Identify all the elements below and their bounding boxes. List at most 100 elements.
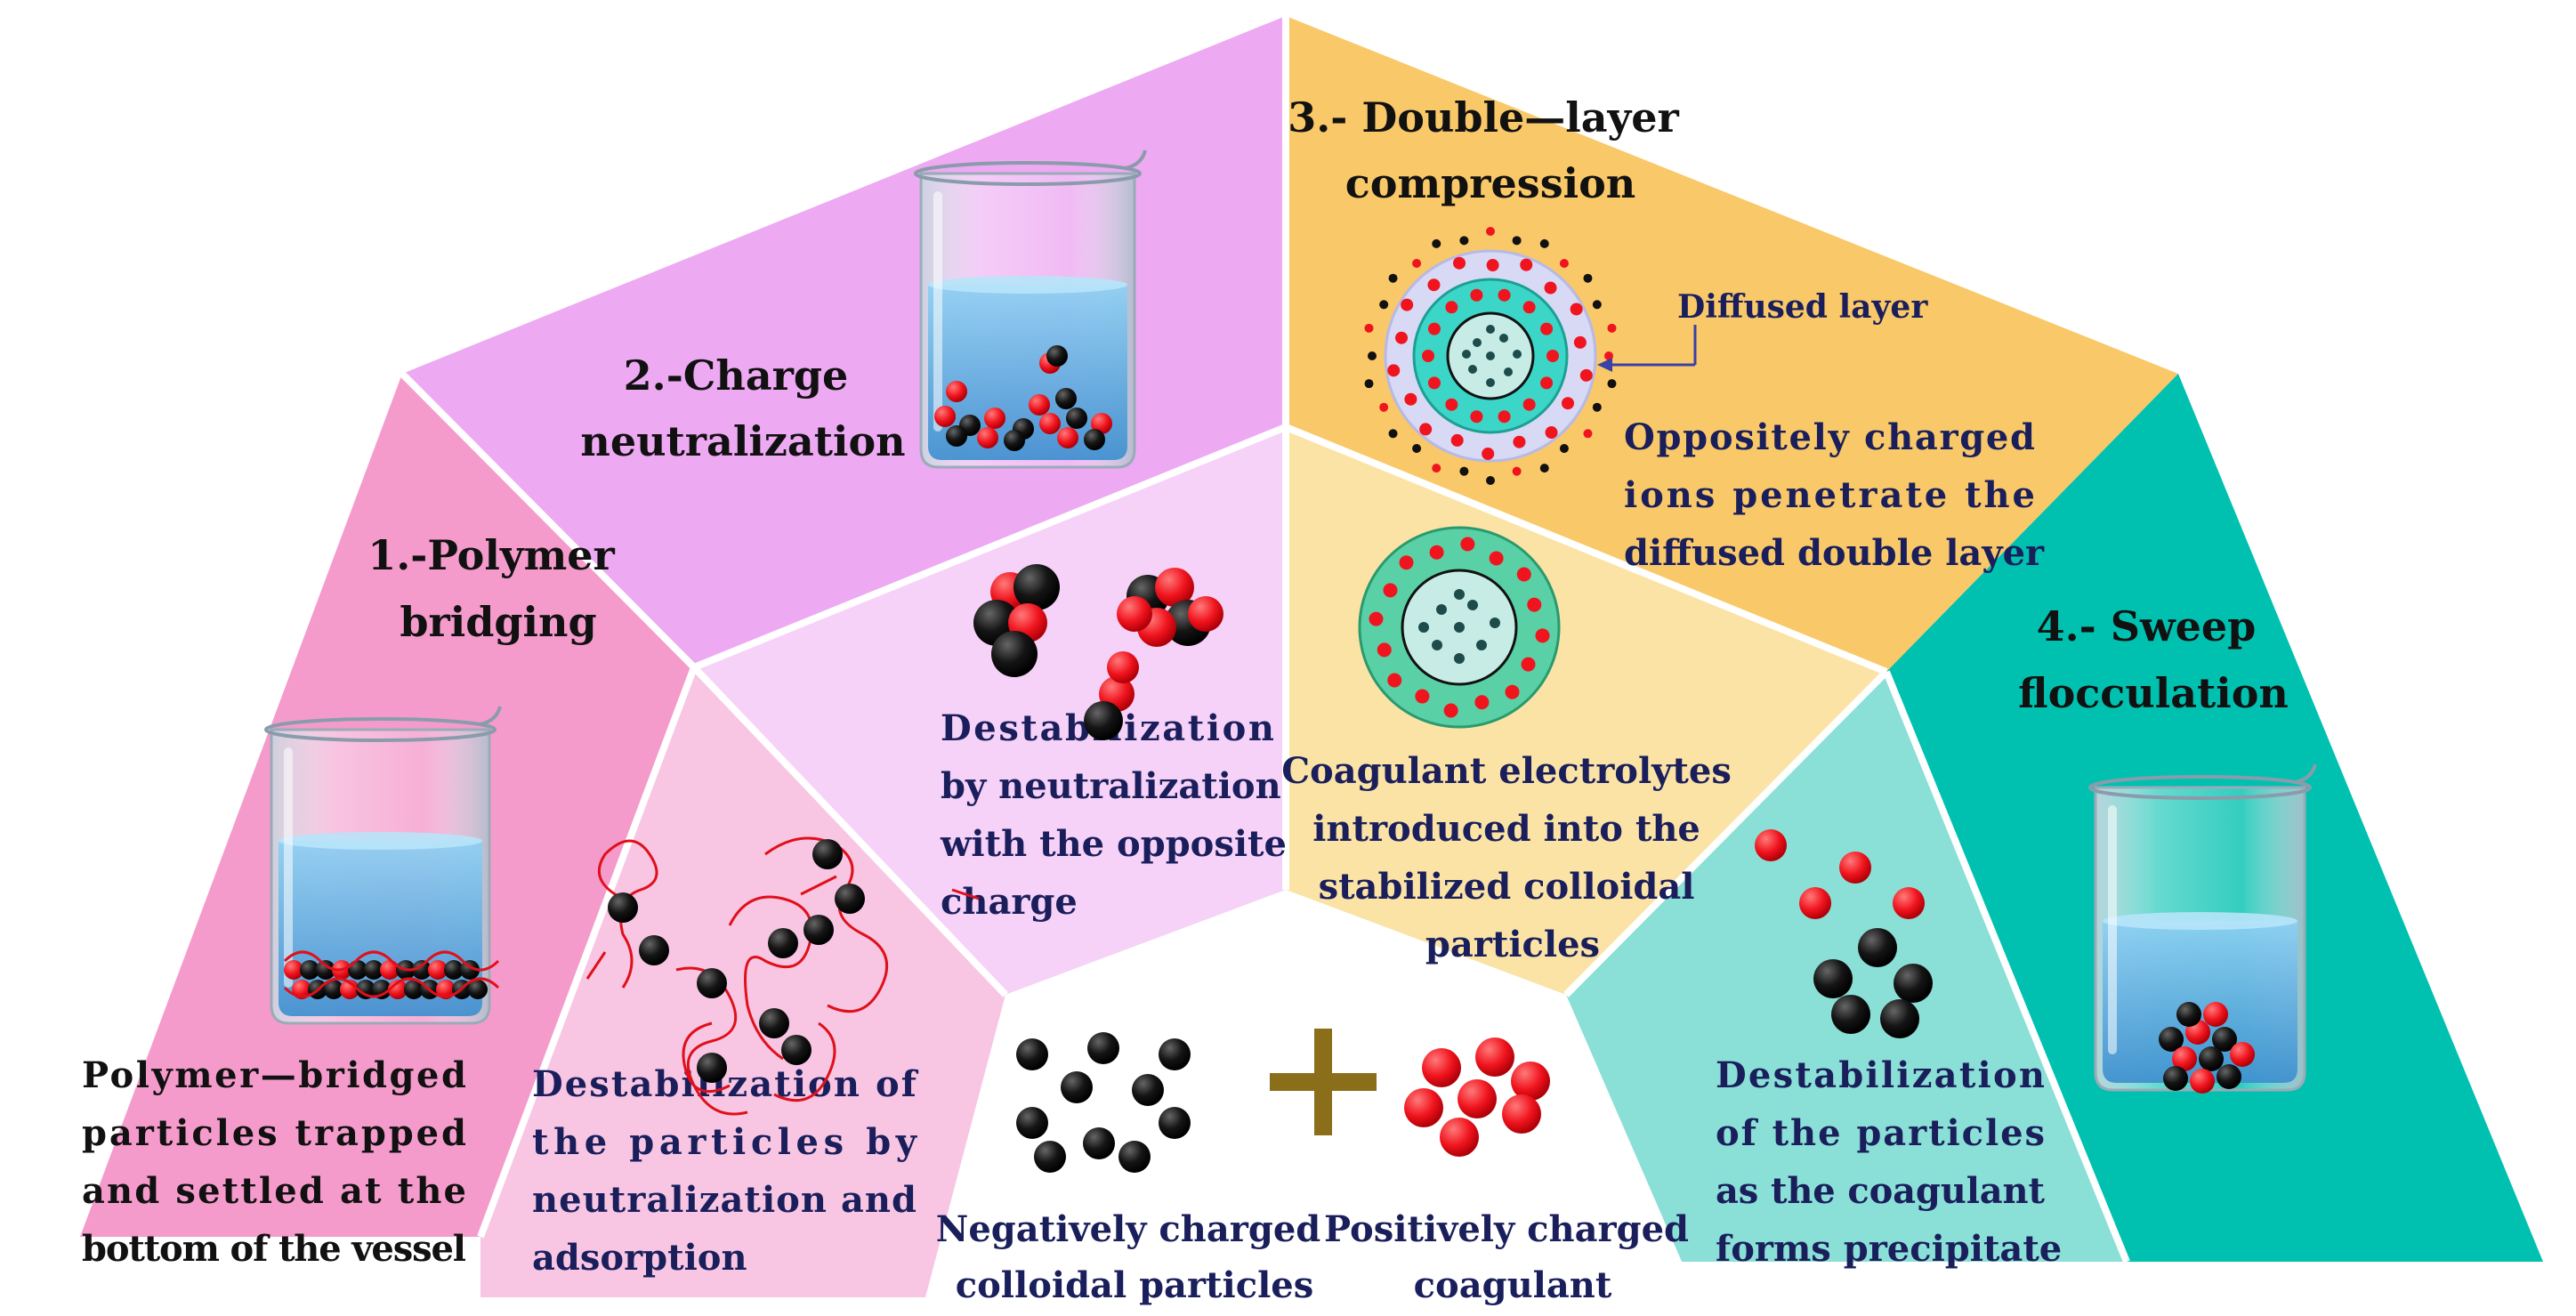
negative-particle <box>781 1035 812 1065</box>
ion-dot <box>1540 376 1554 390</box>
ion-dot <box>1412 443 1422 453</box>
negative-particle <box>1118 1141 1151 1173</box>
negative-particle <box>1880 999 1919 1038</box>
negative-particle <box>300 960 319 980</box>
panel-charge-inner <box>694 427 1286 995</box>
negative-particle <box>2217 1064 2241 1089</box>
ion-dot <box>1364 379 1374 389</box>
positive-particle <box>1799 887 1831 919</box>
ion-dot <box>1450 433 1464 447</box>
negative-particle <box>1894 964 1933 1003</box>
positive-particle <box>1039 413 1061 434</box>
negative-particle <box>608 892 638 923</box>
double-layer-inner-caption: Coagulant electrolytes introduced into t… <box>1281 750 1744 965</box>
negative-particle <box>697 968 727 998</box>
polymer-strand <box>728 895 813 1061</box>
negative-particle <box>412 960 432 980</box>
ion-dot <box>1427 322 1441 335</box>
beaker-with-neutralized-particles-icon <box>914 149 1147 469</box>
ion-dot <box>1432 238 1441 248</box>
negative-particle <box>1061 1071 1093 1103</box>
positive-particle <box>2172 1046 2197 1071</box>
ion-dot <box>1470 288 1483 302</box>
ion-dot <box>1379 402 1389 412</box>
positive-ion <box>1369 611 1384 626</box>
ion-dot <box>1395 331 1409 344</box>
positive-particle <box>934 406 956 427</box>
polymer-strand <box>682 1021 731 1094</box>
ion-dot <box>1445 398 1458 411</box>
positive-ion <box>1505 684 1520 699</box>
ion-dot <box>1486 259 1499 272</box>
core-dot <box>1467 600 1478 610</box>
negative-particle <box>835 884 865 914</box>
panel-double-layer-outer <box>1286 16 2178 672</box>
sweep-flocculation-particles <box>1755 829 1933 1038</box>
diffused-layer-label: Diffused layer <box>1677 288 1928 326</box>
legend-positive-particles <box>1404 1037 1550 1157</box>
center-white-area <box>925 890 1682 1316</box>
positive-particle <box>1188 596 1223 632</box>
ion-dot <box>1592 300 1602 310</box>
ion-dot <box>1579 368 1593 382</box>
positive-ion <box>1377 642 1392 658</box>
negative-particle <box>946 425 967 447</box>
beaker-with-bridged-particles-icon <box>264 706 502 1025</box>
ion-dot <box>1445 301 1458 314</box>
ion-dot <box>1522 301 1536 314</box>
double-layer-title: 3.- Double—layer compression <box>1288 93 1693 207</box>
negative-particle <box>364 960 384 980</box>
positive-ion <box>1383 583 1398 598</box>
positive-particle <box>2230 1042 2255 1067</box>
positive-particle <box>2203 1002 2228 1027</box>
negative-particle <box>1016 1038 1048 1070</box>
core-dot <box>1454 622 1465 633</box>
ion-dot <box>1401 298 1414 311</box>
negative-particle <box>1858 928 1897 967</box>
polymer-strand <box>283 950 500 998</box>
negative-particle <box>768 928 798 958</box>
polymer-strand <box>597 839 658 989</box>
diffused-layer-arrowhead <box>1597 358 1612 372</box>
beaker-rim <box>914 161 1142 186</box>
positive-ion <box>1489 551 1504 566</box>
ion-dot <box>1498 288 1511 302</box>
positive-particle <box>340 980 359 999</box>
core-dot <box>1473 338 1482 347</box>
negative-particle <box>460 960 480 980</box>
ion-dot <box>1607 323 1617 333</box>
positive-ion <box>1535 628 1550 643</box>
negative-particle <box>2212 1027 2237 1052</box>
bridged-particles <box>283 950 500 999</box>
legend-negative-caption: Negatively charged colloidal particles <box>936 1208 1333 1306</box>
positive-particle <box>984 408 1005 429</box>
positive-particle <box>1404 1088 1443 1127</box>
positive-ion <box>1460 537 1475 552</box>
glass-highlight <box>2108 805 2117 1054</box>
positive-particle <box>1107 651 1139 683</box>
negative-particle <box>1004 430 1025 451</box>
positive-ion <box>1474 695 1490 710</box>
positive-ion <box>1387 673 1402 688</box>
core-dot <box>1490 618 1500 628</box>
positive-particle <box>1511 1062 1550 1101</box>
negative-particle <box>404 980 424 999</box>
positive-particle <box>977 427 998 448</box>
negative-particle <box>1066 408 1087 429</box>
ion-dot <box>1539 238 1549 248</box>
positive-particle <box>1755 829 1787 861</box>
negative-particle <box>2199 1046 2224 1071</box>
negative-particle <box>1016 1107 1048 1139</box>
positive-particle <box>1117 596 1152 632</box>
negative-particle <box>444 960 464 980</box>
core-dot <box>1486 325 1495 334</box>
ion-dot <box>1432 464 1441 473</box>
ion-dot <box>1545 426 1558 440</box>
ion-dot <box>1470 410 1483 424</box>
charge-neutralization-clusters <box>973 564 1223 740</box>
ion-dot <box>1546 350 1559 362</box>
polymer-strand <box>585 875 980 980</box>
core-dot <box>1468 365 1477 374</box>
negative-particle <box>372 980 392 999</box>
positive-particle <box>284 960 303 980</box>
